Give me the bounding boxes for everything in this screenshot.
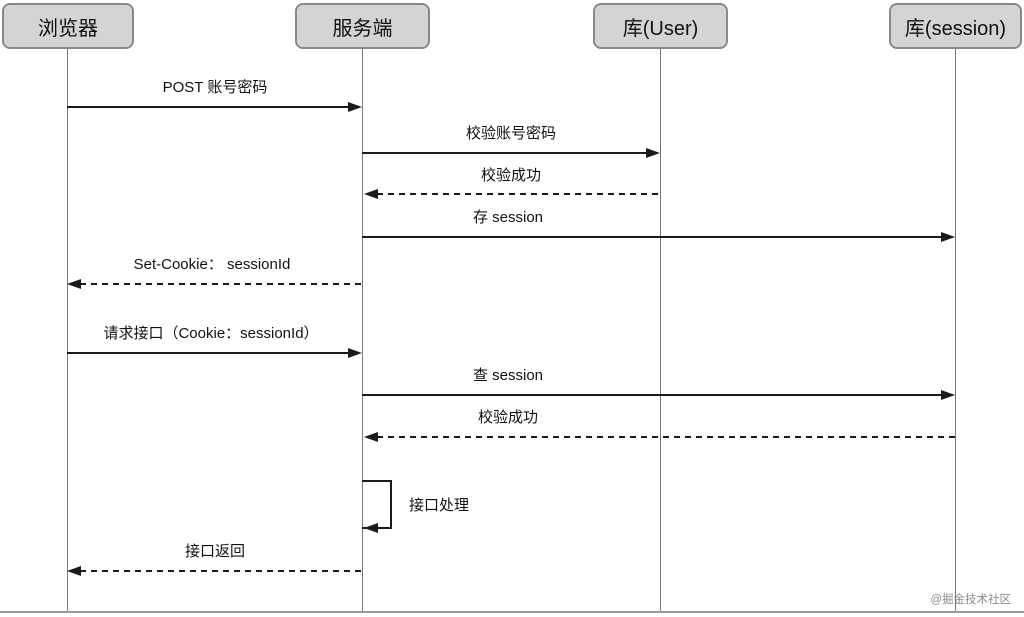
participant-db-session-label: 库(session) — [904, 17, 1007, 40]
arrowhead-left-icon — [67, 566, 81, 576]
message-api-processing-label: 接口处理 — [409, 497, 470, 514]
message-set-cookie-arrow — [80, 283, 362, 285]
arrowhead-left-icon — [67, 279, 81, 289]
message-session-valid-arrow — [377, 436, 955, 438]
message-api-response-arrow — [80, 570, 362, 572]
participant-server-label: 服务端 — [332, 17, 393, 40]
arrowhead-right-icon — [941, 232, 955, 242]
message-query-session-label: 查 session — [472, 367, 544, 384]
arrowhead-left-icon — [364, 523, 378, 533]
message-verify-success-label: 校验成功 — [480, 167, 542, 184]
participant-db-session: 库(session) — [889, 3, 1022, 49]
lifeline-browser — [67, 49, 68, 612]
message-request-api-label: 请求接口（Cookie：sessionId） — [103, 325, 319, 342]
participant-db-user: 库(User) — [593, 3, 728, 49]
message-session-valid-label: 校验成功 — [477, 409, 539, 426]
arrowhead-right-icon — [941, 390, 955, 400]
message-api-processing-arrow — [362, 480, 392, 529]
participant-db-user-label: 库(User) — [622, 17, 699, 40]
watermark: @掘金技术社区 — [930, 594, 1011, 606]
arrowhead-left-icon — [364, 189, 378, 199]
lifeline-server — [362, 49, 363, 612]
message-verify-credentials-arrow — [362, 152, 648, 154]
lifeline-db-session — [955, 49, 956, 612]
message-verify-success-arrow — [377, 193, 660, 195]
message-set-cookie-label: Set-Cookie： sessionId — [133, 256, 291, 273]
participant-server: 服务端 — [295, 3, 430, 49]
message-request-api-arrow — [67, 352, 350, 354]
message-store-session-arrow — [362, 236, 943, 238]
message-api-response-label: 接口返回 — [184, 543, 246, 560]
participant-browser: 浏览器 — [2, 3, 134, 49]
lifeline-db-user — [660, 49, 661, 612]
message-verify-credentials-label: 校验账号密码 — [465, 125, 557, 142]
participant-browser-label: 浏览器 — [38, 17, 98, 40]
bottom-border — [0, 611, 1024, 613]
arrowhead-right-icon — [646, 148, 660, 158]
message-store-session-label: 存 session — [472, 209, 544, 226]
message-post-credentials-label: POST 账号密码 — [162, 79, 268, 96]
message-post-credentials-arrow — [67, 106, 350, 108]
arrowhead-left-icon — [364, 432, 378, 442]
arrowhead-right-icon — [348, 102, 362, 112]
arrowhead-right-icon — [348, 348, 362, 358]
message-query-session-arrow — [362, 394, 943, 396]
